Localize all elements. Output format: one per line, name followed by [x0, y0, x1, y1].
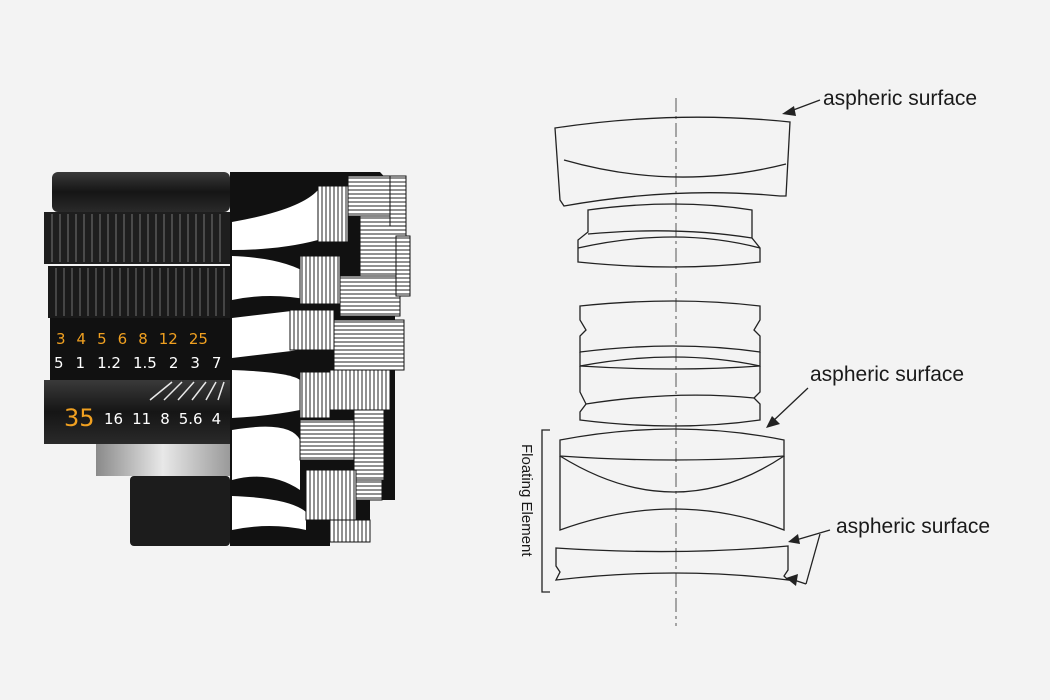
lens-scale-band	[50, 318, 230, 380]
dof-value: 16	[104, 410, 124, 428]
aperture-value: 4	[76, 330, 87, 348]
label-aspheric-bottom: aspheric surface	[836, 515, 991, 538]
lens-chrome-mount	[96, 444, 230, 476]
distance-value: 1	[75, 354, 86, 372]
section-element-2	[232, 256, 310, 300]
aperture-value: 25	[188, 330, 208, 348]
distance-value: 3	[190, 354, 200, 372]
lens-element-4	[579, 366, 761, 427]
lens-front-ring	[52, 172, 230, 212]
aperture-value: 6	[117, 330, 128, 348]
section-element-4	[232, 370, 300, 418]
aperture-value: 3	[56, 330, 66, 348]
label-floating-element: Floating Element	[518, 444, 535, 557]
aperture-value: 5	[97, 330, 107, 348]
lens-element-1	[554, 116, 791, 207]
lens-cross-section	[230, 172, 411, 546]
arrow-mid	[771, 387, 809, 423]
lens-aperture-ring	[48, 266, 230, 318]
floating-element-2	[554, 545, 790, 581]
section-element-3	[232, 310, 300, 358]
section-element-6	[232, 496, 306, 530]
dof-scale: 16 11 8 5.6 4	[104, 410, 221, 428]
lens-element-2	[577, 203, 761, 268]
arrow-bottom-2	[805, 533, 821, 585]
dof-value: 8	[160, 410, 170, 428]
dof-value: 4	[211, 410, 222, 428]
optical-diagram	[541, 98, 831, 626]
lens-element-3	[579, 300, 761, 353]
label-aspheric-top: aspheric surface	[823, 87, 978, 110]
floating-bracket	[541, 429, 550, 593]
distance-value: 5	[54, 354, 64, 372]
label-aspheric-mid: aspheric surface	[810, 363, 965, 386]
aperture-scale: 3 4 5 6 8 12 25	[56, 330, 208, 348]
lens-photo	[44, 172, 230, 546]
focal-length: 35	[64, 404, 95, 432]
floating-element-1	[559, 428, 785, 461]
lens-knurled-ring	[44, 212, 230, 264]
section-element-1	[232, 190, 318, 250]
dof-value: 5.6	[178, 410, 203, 428]
dof-value: 11	[132, 410, 152, 428]
distance-scale: 5 1 1.2 1.5 2 3 7	[54, 354, 221, 372]
distance-value: 7	[211, 354, 222, 372]
arrow-bottom-1	[795, 529, 831, 541]
aperture-value: 12	[158, 330, 178, 348]
dof-lines	[149, 381, 225, 401]
distance-value: 1.5	[132, 354, 157, 372]
section-element-5	[232, 426, 300, 490]
distance-value: 1.2	[97, 354, 121, 372]
aperture-value: 8	[138, 330, 148, 348]
distance-value: 2	[168, 354, 179, 372]
lens-rear	[130, 476, 230, 546]
